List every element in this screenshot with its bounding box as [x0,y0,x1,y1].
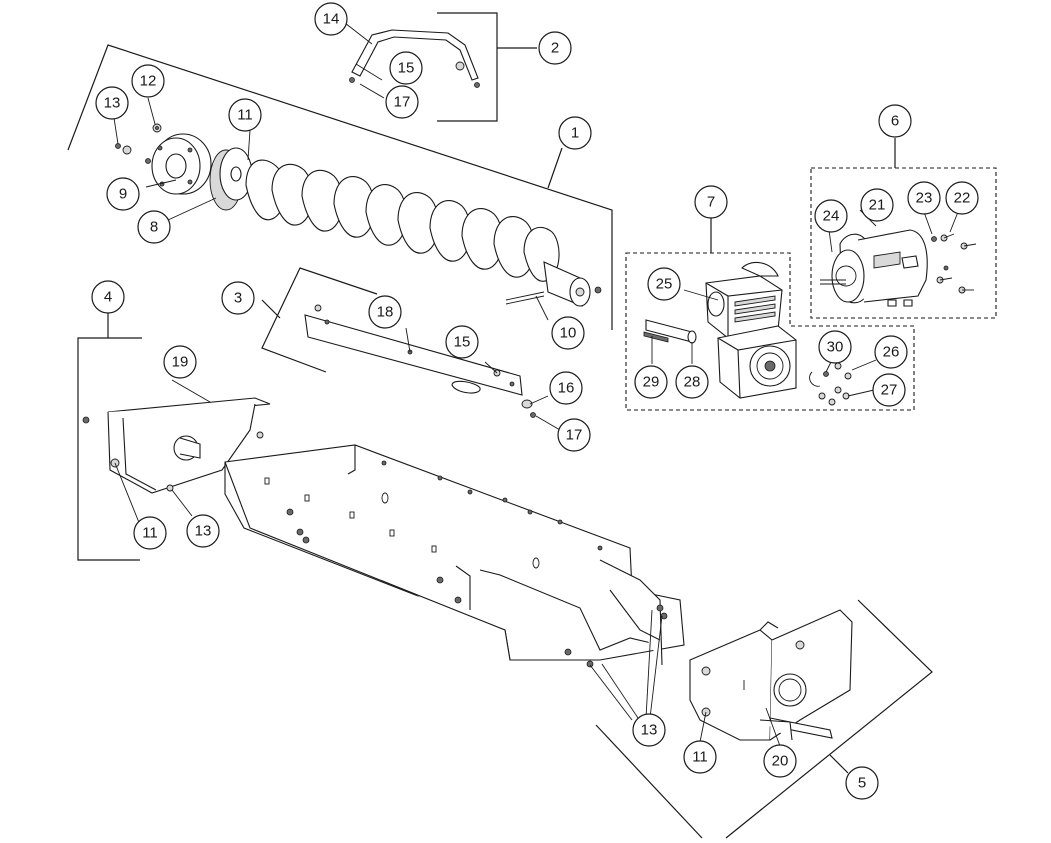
callout-label: 13 [104,95,121,112]
callout-label: 6 [891,113,899,130]
callout-28: 28 [675,365,709,399]
callout-11: 11 [683,740,717,774]
end-bracket-assembly [77,313,271,561]
callout-12: 12 [131,64,165,98]
callout-label: 24 [823,208,840,225]
motor-assembly [810,138,997,319]
callout-label: 15 [454,334,471,351]
callout-label: 3 [234,290,242,307]
callout-22: 22 [945,181,979,215]
callout-14: 14 [314,2,348,36]
callout-20: 20 [763,744,797,778]
callout-29: 29 [634,365,668,399]
callout-1: 1 [558,116,592,150]
callout-label: 17 [566,427,583,444]
leader-lines [113,63,959,747]
callout-label: 11 [142,525,158,542]
callout-30: 30 [818,330,852,364]
callout-label: 9 [119,186,127,203]
callout-label: 25 [656,276,673,293]
callout-11: 11 [133,516,167,550]
callout-2: 2 [538,31,572,65]
callout-label: 15 [398,60,415,77]
drive-mount-assembly [595,599,933,839]
callout-label: 5 [858,775,866,792]
callout-15: 15 [445,325,479,359]
callout-label: 19 [172,354,189,371]
callout-5: 5 [845,766,879,800]
auger-trough-housing [224,444,685,721]
callout-label: 30 [827,339,844,356]
callout-25: 25 [647,267,681,301]
callout-4: 4 [91,280,125,314]
callout-18: 18 [368,295,402,329]
callout-23: 23 [907,181,941,215]
auger-assembly [67,44,613,330]
callout-label: 4 [104,289,112,306]
callout-label: 17 [394,94,411,111]
callout-label: 13 [195,523,212,540]
gearbox-assembly [625,218,915,411]
callout-label: 11 [692,749,708,766]
callout-label: 14 [323,11,340,28]
callout-13: 13 [186,514,220,548]
callout-label: 8 [150,219,158,236]
callout-8: 8 [137,210,171,244]
cover-plate-assembly [261,267,536,418]
callout-label: 20 [772,753,789,770]
callout-label: 13 [641,722,658,739]
callout-label: 10 [560,325,577,342]
callout-13: 13 [632,713,666,747]
callout-label: 26 [883,344,900,361]
callout-label: 12 [140,73,157,90]
callout-label: 16 [558,380,575,397]
callout-label: 18 [377,304,394,321]
callout-3: 3 [221,281,255,315]
callout-16: 16 [549,371,583,405]
callout-17: 17 [557,418,591,452]
callout-label: 28 [684,374,701,391]
callout-10: 10 [551,316,585,350]
callout-label: 11 [237,107,253,124]
callout-15: 15 [389,51,423,85]
callout-label: 1 [571,125,579,142]
callout-21: 21 [860,188,894,222]
callout-27: 27 [872,373,906,407]
callout-17: 17 [385,85,419,119]
callout-11: 11 [228,98,262,132]
callout-6: 6 [878,104,912,138]
callout-label: 23 [916,190,933,207]
callout-13: 13 [95,86,129,120]
callout-label: 29 [643,374,660,391]
callout-9: 9 [106,177,140,211]
callout-label: 7 [707,194,715,211]
handle-bracket-assembly [344,12,537,122]
callout-7: 7 [694,185,728,219]
callout-label: 2 [551,40,559,57]
callout-label: 21 [869,197,886,214]
callout-24: 24 [814,199,848,233]
callout-label: 27 [881,382,898,399]
callout-26: 26 [874,335,908,369]
callout-label: 22 [954,190,971,207]
callout-19: 19 [163,345,197,379]
